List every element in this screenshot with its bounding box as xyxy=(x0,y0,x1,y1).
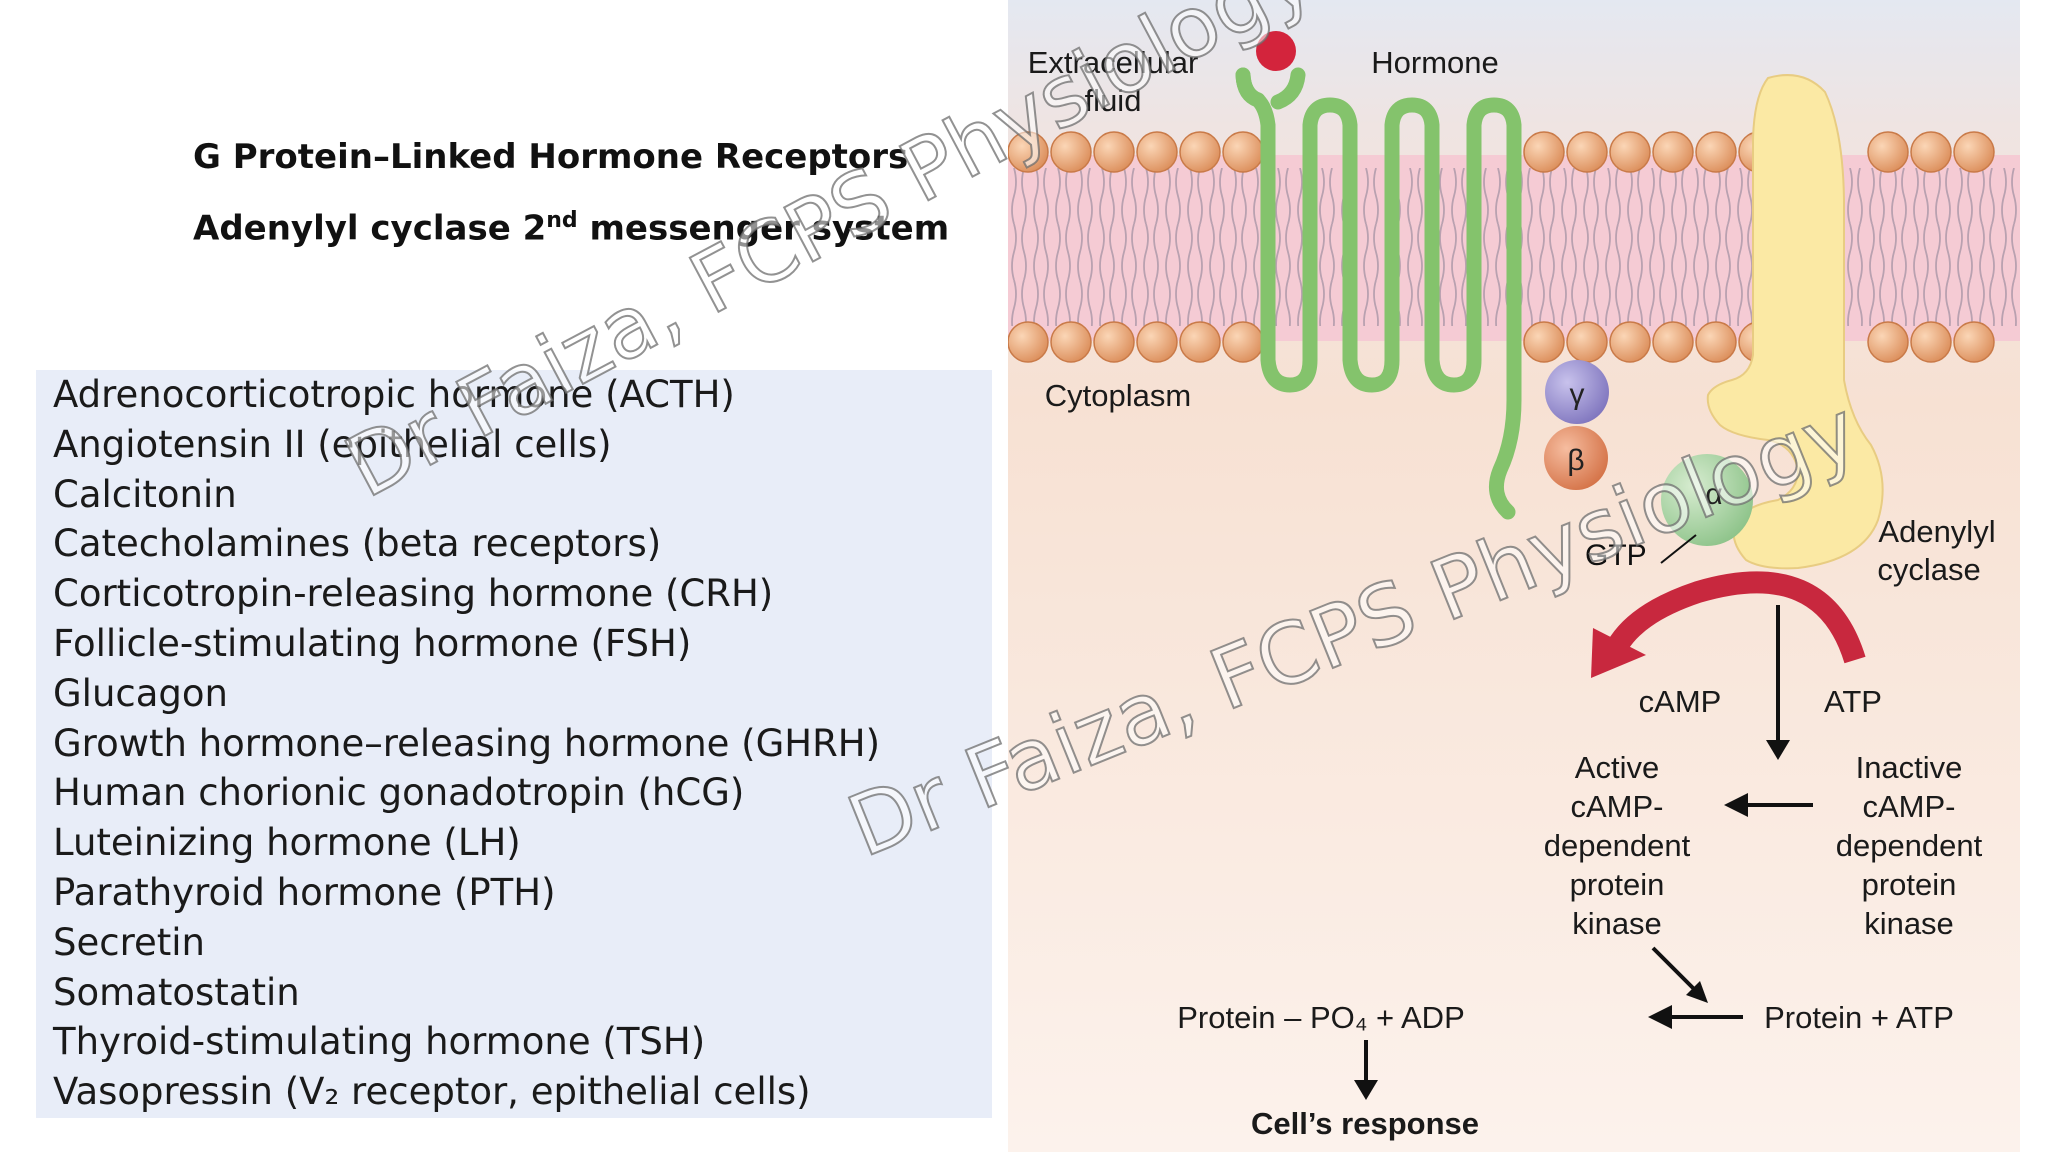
phospholipid-head xyxy=(1050,321,1092,363)
phospholipid-head xyxy=(1093,321,1135,363)
adenylyl-cyclase-label-line2: cyclase xyxy=(1877,552,1980,587)
phospholipid-head xyxy=(1953,131,1995,173)
hormone-item: Glucagon xyxy=(53,671,228,715)
phospholipid-head xyxy=(1910,131,1952,173)
active-kinase-line: Active xyxy=(1575,750,1659,785)
protein-atp-label: Protein + ATP xyxy=(1764,1000,1954,1035)
g-protein-beta-subunit xyxy=(1544,426,1608,490)
phospholipid-head xyxy=(1008,321,1049,363)
g-protein-alpha-subunit xyxy=(1661,454,1753,546)
cytoplasm-label: Cytoplasm xyxy=(1045,378,1191,413)
atp-label: ATP xyxy=(1824,684,1882,719)
inactive-kinase-line: protein xyxy=(1862,867,1957,902)
phospholipid-head xyxy=(1222,321,1264,363)
curved-arrow-head xyxy=(1591,628,1646,678)
activation-arrow-head xyxy=(1724,793,1748,817)
phospholipid-head xyxy=(1136,131,1178,173)
hormone-item: Adrenocorticotropic hormone (ACTH) xyxy=(53,373,735,416)
response-arrow-head xyxy=(1354,1080,1378,1100)
atp-to-camp-curved-arrow xyxy=(1608,571,1866,664)
slide-subtitle: Adenylyl cyclase 2nd messenger system xyxy=(193,208,949,248)
phospholipid-head xyxy=(1566,131,1608,173)
hormone-item: Parathyroid hormone (PTH) xyxy=(53,870,556,914)
hormone-item: Growth hormone–releasing hormone (GHRH) xyxy=(53,721,881,765)
gtp-pointer-line xyxy=(1660,534,1697,564)
inactive-kinase-line: Inactive xyxy=(1856,750,1963,785)
protein-po4-adp-label: Protein – PO₄ + ADP xyxy=(1177,1000,1465,1035)
camp-pathway-diagram: γ β α GTP Extracellular fluid Hormone Cy… xyxy=(1008,0,2020,1152)
inactive-kinase-line: cAMP- xyxy=(1863,789,1956,824)
phosphorylation-arrow-head xyxy=(1648,1005,1672,1029)
phospholipid-head xyxy=(1609,321,1651,363)
inactive-kinase-line: dependent xyxy=(1836,828,1983,863)
hormone-item: Calcitonin xyxy=(53,472,237,516)
phospholipid-head xyxy=(1910,321,1952,363)
active-kinase-line: dependent xyxy=(1544,828,1691,863)
extracellular-label-line2: fluid xyxy=(1085,83,1142,118)
camp-label: cAMP xyxy=(1639,684,1722,719)
phospholipid-head xyxy=(1136,321,1178,363)
alpha-label: α xyxy=(1705,478,1722,511)
kinase-arrow-head xyxy=(1686,981,1708,1003)
phospholipid-head xyxy=(1179,131,1221,173)
gamma-label: γ xyxy=(1570,378,1585,411)
phospholipid-head xyxy=(1953,321,1995,363)
g-protein-coupled-receptor xyxy=(1235,67,1522,520)
adenylyl-cyclase-label-line1: Adenylyl xyxy=(1878,514,1995,549)
phospholipid-heads-outer xyxy=(1008,131,1995,173)
active-kinase-line: cAMP- xyxy=(1571,789,1664,824)
phospholipid-head xyxy=(1093,131,1135,173)
hormone-item: Thyroid-stimulating hormone (TSH) xyxy=(53,1020,706,1064)
phospholipid-head xyxy=(1179,321,1221,363)
phospholipid-heads-inner xyxy=(1008,321,1995,363)
phospholipid-head xyxy=(1867,321,1909,363)
hormone-item: Angiotensin II (epithelial cells) xyxy=(53,422,612,466)
hormone-item: Secretin xyxy=(53,920,205,964)
phospholipid-head xyxy=(1609,131,1651,173)
phospholipid-head xyxy=(1222,131,1264,173)
hormone-item: Luteinizing hormone (LH) xyxy=(53,821,521,865)
phospholipid-head xyxy=(1867,131,1909,173)
hormone-label: Hormone xyxy=(1371,45,1499,80)
beta-label: β xyxy=(1567,444,1584,477)
phospholipid-head xyxy=(1566,321,1608,363)
phospholipid-head xyxy=(1523,321,1565,363)
phospholipid-head xyxy=(1008,131,1049,173)
g-protein-gamma-subunit xyxy=(1545,360,1609,424)
inactive-kinase-line: kinase xyxy=(1864,906,1954,941)
phospholipid-head xyxy=(1652,131,1694,173)
cells-response-label: Cell’s response xyxy=(1251,1106,1479,1141)
hormone-list-panel: Adrenocorticotropic hormone (ACTH) Angio… xyxy=(36,370,992,1118)
hormone-item: Corticotropin-releasing hormone (CRH) xyxy=(53,572,774,616)
hormone-item: Human chorionic gonadotropin (hCG) xyxy=(53,771,745,815)
subtitle-text-end: messenger system xyxy=(577,208,950,249)
phospholipid-head xyxy=(1695,131,1737,173)
hormone-item: Follicle-stimulating hormone (FSH) xyxy=(53,621,692,665)
extracellular-label-line1: Extracellular xyxy=(1028,45,1199,80)
hormone-molecule xyxy=(1256,31,1296,71)
hormone-item: Vasopressin (V₂ receptor, epithelial cel… xyxy=(53,1070,811,1114)
slide-title: G Protein–Linked Hormone Receptors xyxy=(193,137,909,177)
gtp-label: GTP xyxy=(1585,539,1647,572)
hormone-item: Catecholamines (beta receptors) xyxy=(53,522,662,566)
subtitle-superscript: nd xyxy=(546,208,578,233)
active-kinase-line: kinase xyxy=(1572,906,1662,941)
kinase-to-phosphorylation-arrow xyxy=(1651,946,1700,995)
down-arrow-head xyxy=(1766,740,1790,760)
subtitle-text: Adenylyl cyclase 2 xyxy=(193,208,547,249)
active-kinase-line: protein xyxy=(1570,867,1665,902)
hormone-item: Somatostatin xyxy=(53,970,300,1014)
phospholipid-head xyxy=(1695,321,1737,363)
phospholipid-head xyxy=(1050,131,1092,173)
phospholipid-head xyxy=(1652,321,1694,363)
phospholipid-head xyxy=(1523,131,1565,173)
